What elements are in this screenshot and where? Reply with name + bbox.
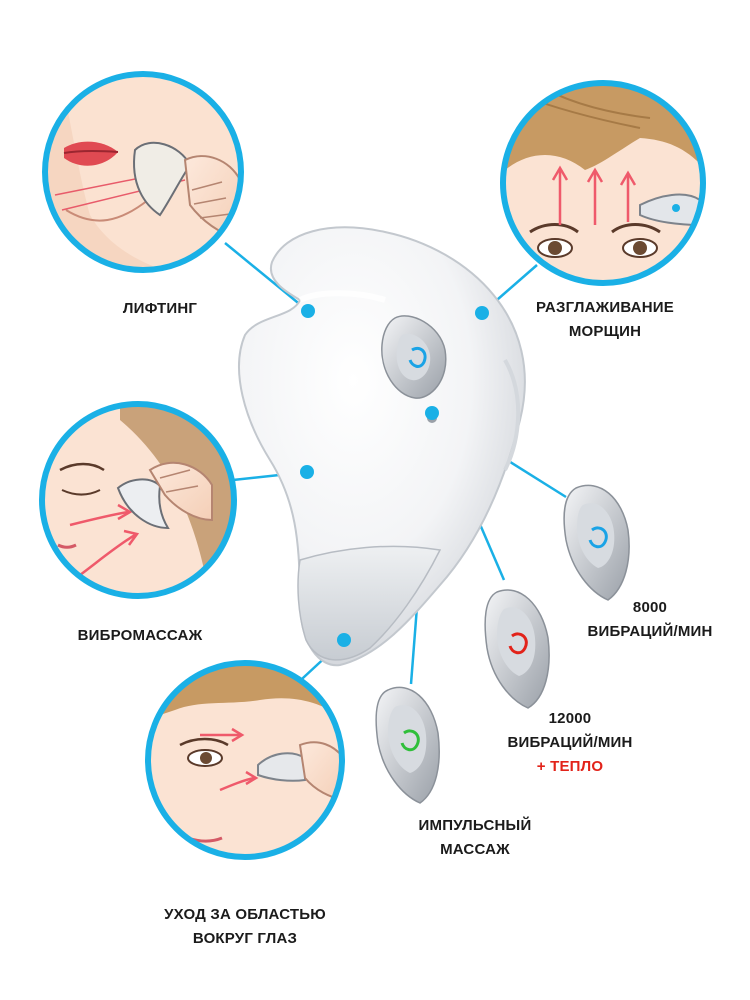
device-button-blue[interactable] [381, 315, 447, 399]
mode-button-red [484, 589, 550, 709]
eye-care-label: УХОД ЗА ОБЛАСТЬЮ ВОКРУГ ГЛАЗ [164, 906, 326, 947]
vibromassage-illustration [39, 401, 237, 599]
vibromassage-label: ВИБРОМАССАЖ [77, 627, 203, 644]
lifting-label: ЛИФТИНГ [122, 300, 198, 317]
smoothing-illustration [500, 80, 706, 286]
vibration-8000-label: 8000 ВИБРАЦИЙ/МИН [587, 599, 713, 640]
mode-button-blue [563, 484, 630, 601]
pulse-massage-label: ИМПУЛЬСНЫЙ МАССАЖ [418, 817, 532, 858]
lifting-illustration [42, 71, 244, 273]
smoothing-label: РАЗГЛАЖИВАНИЕ МОРЩИН [536, 299, 674, 340]
mode-button-green [375, 686, 440, 804]
eye-care-illustration [145, 660, 345, 860]
leader-dots [300, 304, 489, 647]
heat-label: + ТЕПЛО [536, 758, 604, 775]
gua-sha-massager-device [238, 226, 526, 667]
vibration-12000-label: 12000 ВИБРАЦИЙ/МИН + ТЕПЛО [480, 707, 660, 779]
